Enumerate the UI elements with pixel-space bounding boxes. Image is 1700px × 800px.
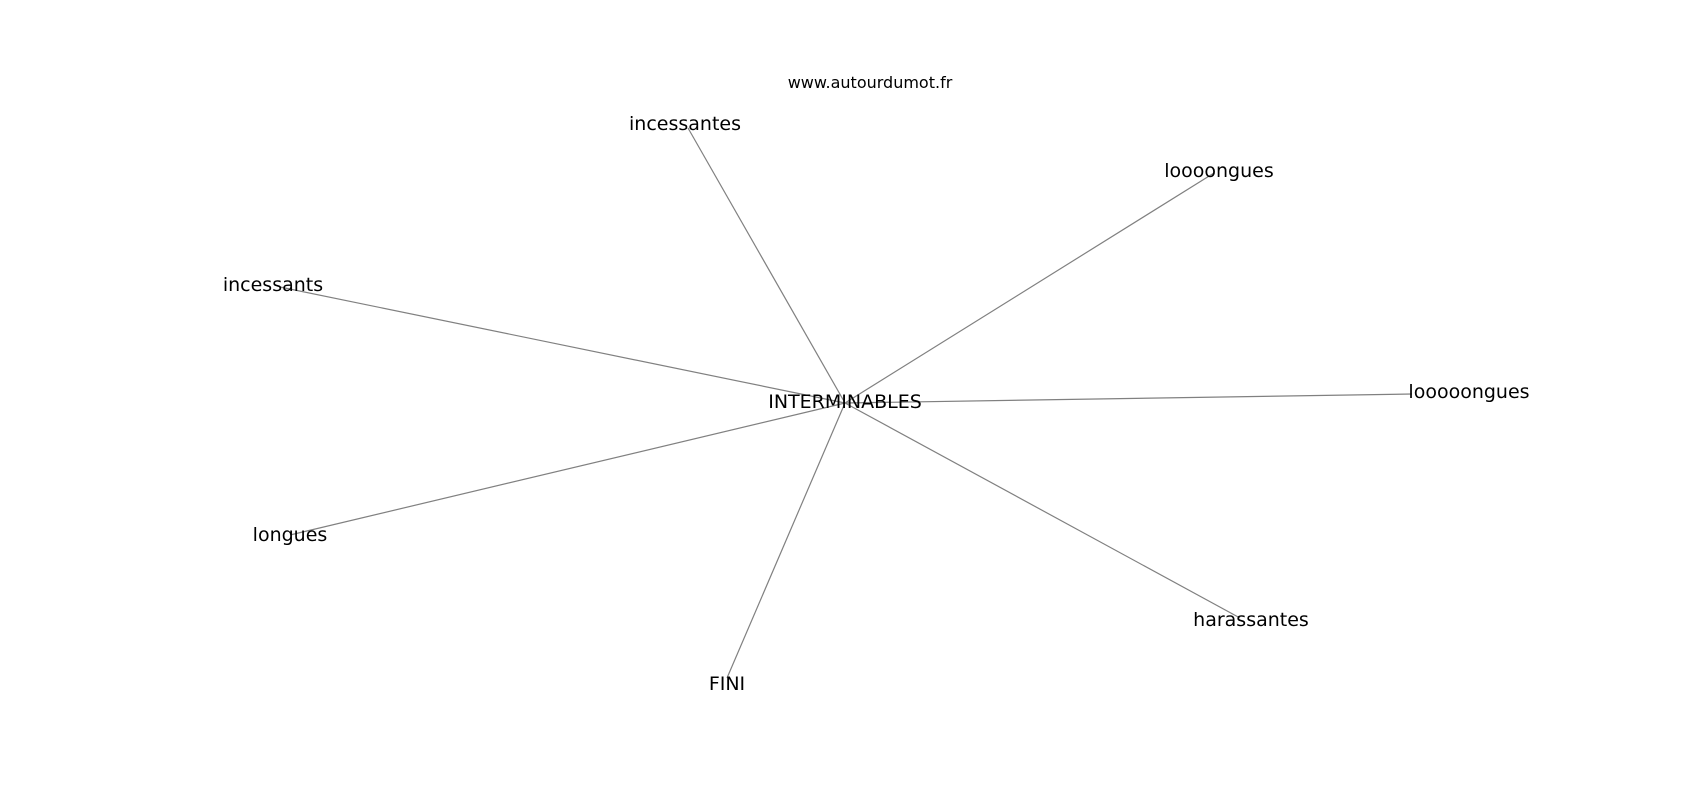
node-looooongues: looooongues bbox=[1408, 381, 1529, 403]
node-harassantes: harassantes bbox=[1193, 609, 1309, 631]
edge-longues bbox=[289, 402, 846, 536]
edge-incessants bbox=[279, 286, 846, 404]
node-center: INTERMINABLES bbox=[768, 391, 922, 413]
edge-harassantes bbox=[844, 402, 1241, 619]
edge-incessantes bbox=[687, 127, 846, 404]
node-longues: longues bbox=[253, 524, 328, 546]
edges bbox=[279, 127, 1413, 679]
node-loooongues: loooongues bbox=[1164, 160, 1274, 182]
edge-looooongues bbox=[844, 393, 1413, 404]
edge-fini bbox=[726, 402, 846, 679]
node-incessantes: incessantes bbox=[629, 113, 741, 135]
watermark: www.autourdumot.fr bbox=[788, 73, 953, 92]
edge-loooongues bbox=[844, 172, 1215, 404]
node-labels: INTERMINABLES incessantes loooongues inc… bbox=[223, 113, 1530, 695]
node-incessants: incessants bbox=[223, 274, 323, 296]
node-fini: FINI bbox=[709, 673, 745, 695]
